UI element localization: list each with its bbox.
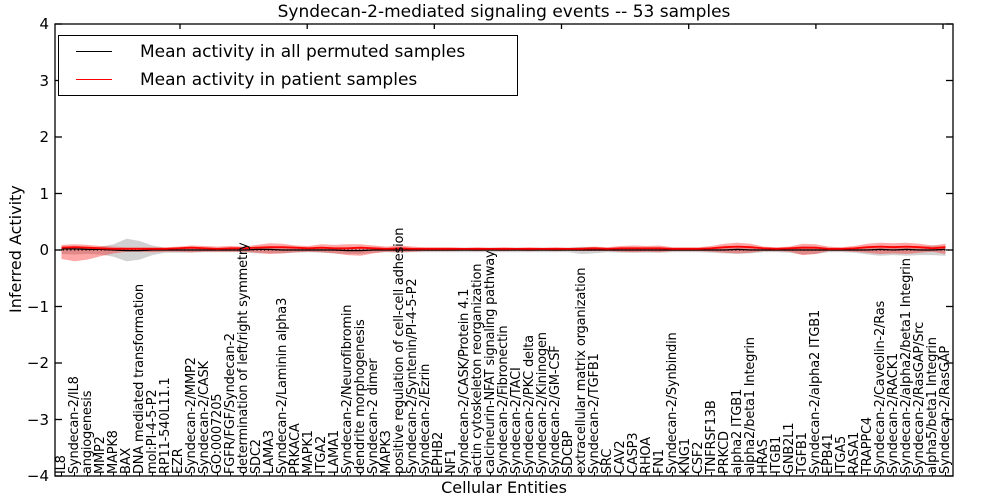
x-tick-label: Syndecan-2/RasGAP (938, 345, 953, 474)
y-tick-label: −3 (26, 410, 49, 429)
y-tick-label: 4 (39, 15, 49, 33)
y-tick-label: 1 (39, 184, 49, 203)
chart-title: Syndecan-2-mediated signaling events -- … (277, 2, 731, 22)
x-axis-label: Cellular Entities (441, 478, 567, 497)
y-tick-label: 0 (39, 241, 49, 259)
y-tick-label: −2 (26, 354, 49, 372)
permuted-mean-line (61, 248, 946, 252)
y-tick-label: −1 (26, 297, 49, 316)
legend-item-permuted: Mean activity in all permuted samples (76, 41, 517, 62)
legend: Mean activity in all permuted samples Me… (58, 35, 518, 96)
y-tick-label: 2 (39, 128, 49, 146)
legend-label-permuted: Mean activity in all permuted samples (140, 41, 466, 62)
red-line-swatch-icon (76, 79, 112, 80)
legend-item-patient: Mean activity in patient samples (76, 69, 517, 90)
patient-mean-line (61, 245, 946, 250)
black-line-swatch-icon (76, 51, 112, 52)
y-tick-label: 3 (39, 71, 49, 90)
legend-label-patient: Mean activity in patient samples (140, 69, 418, 90)
y-tick-label: −4 (26, 467, 49, 485)
